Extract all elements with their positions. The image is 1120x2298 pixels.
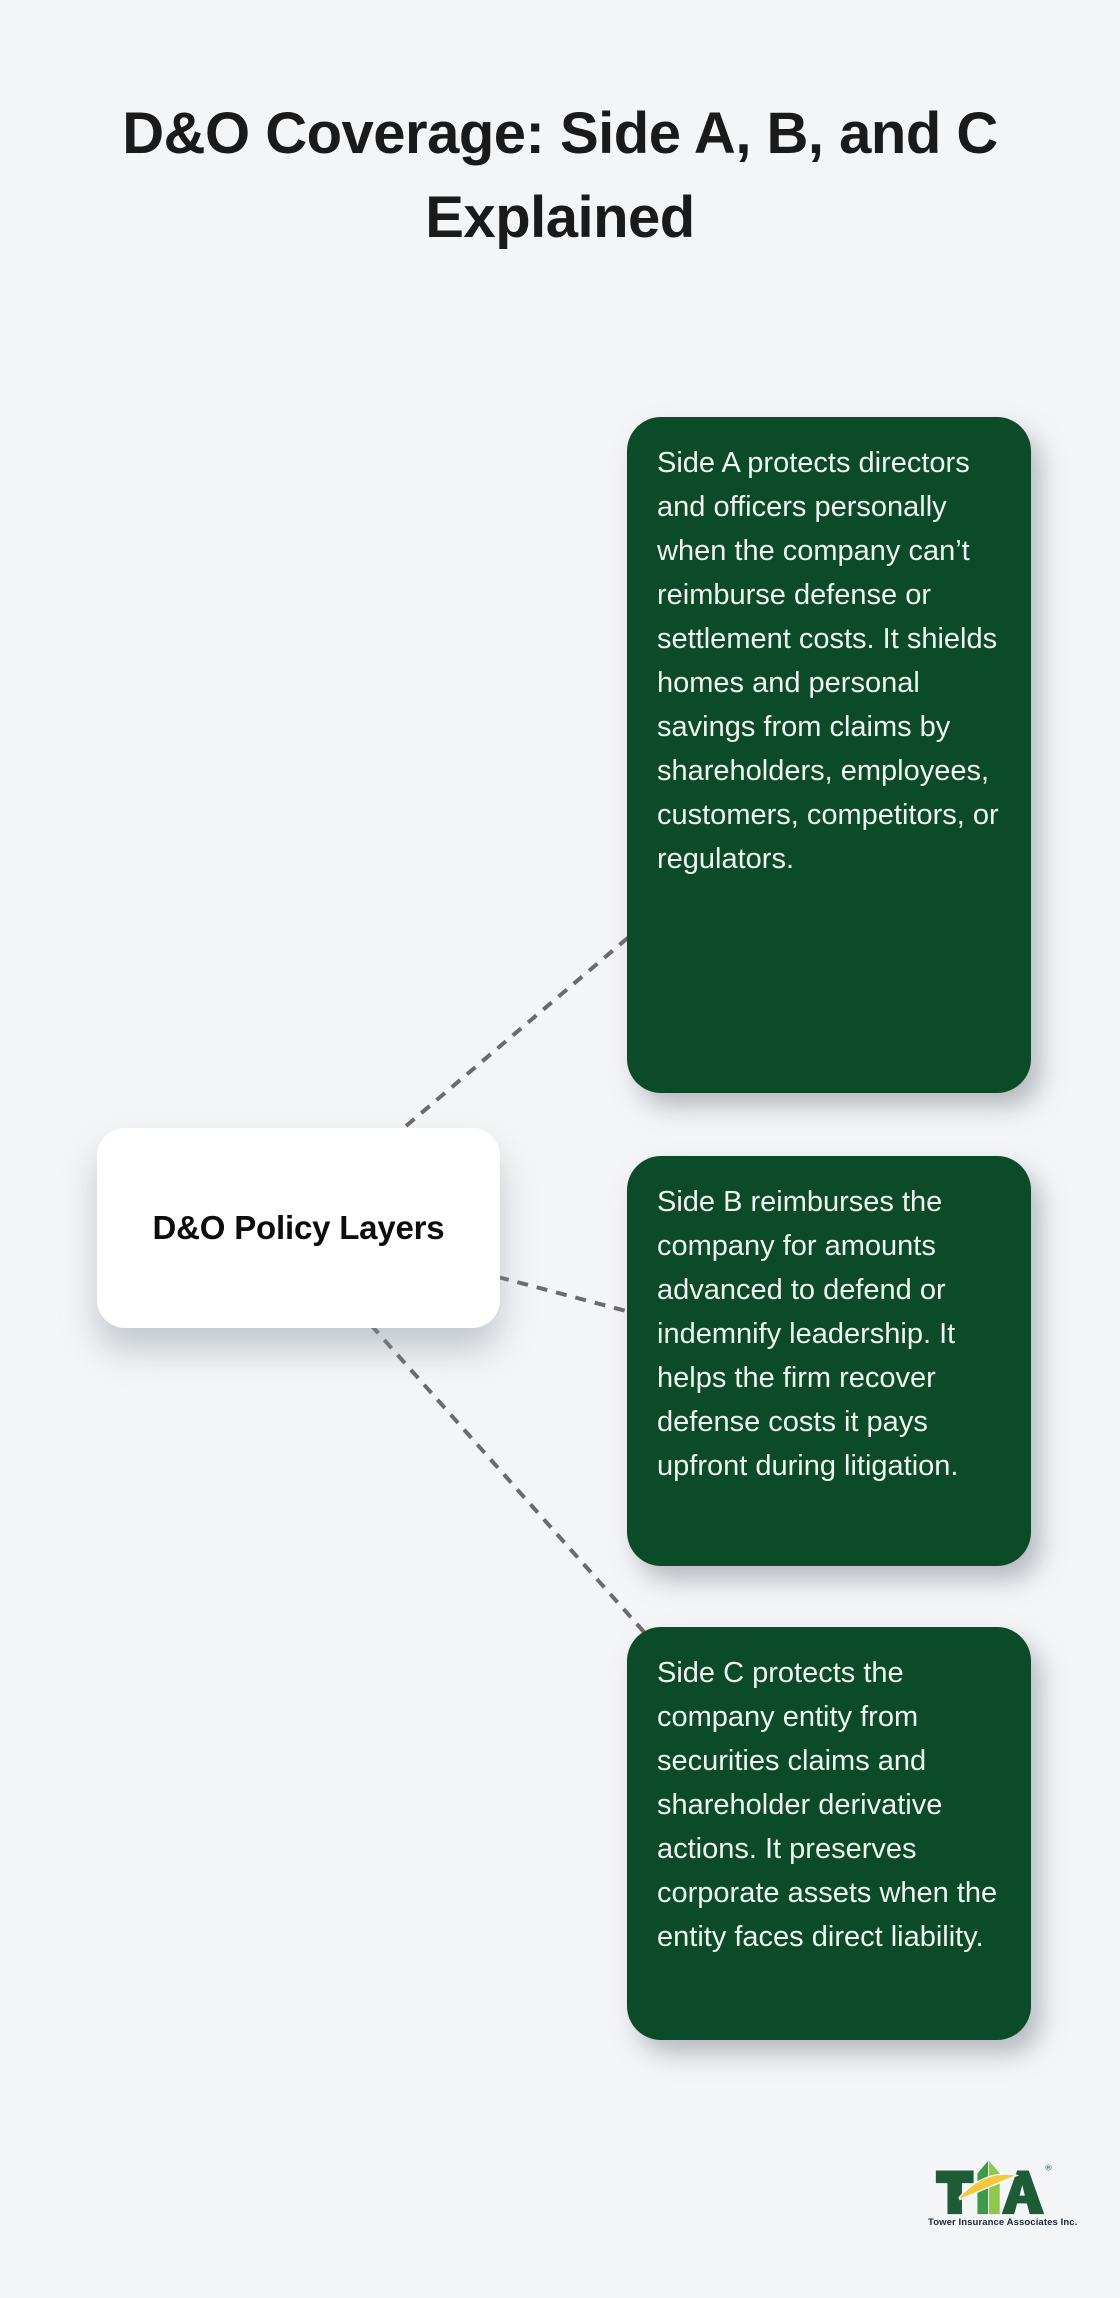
tia-logo-swoosh <box>958 2173 1020 2201</box>
page-title-line-1: D&O Coverage: Side A, B, and C <box>122 101 998 166</box>
node-side-b: Side B reimburses the company for amount… <box>627 1156 1031 1566</box>
side-a-description: Side A protects directors and officers p… <box>657 447 999 875</box>
node-side-a: Side A protects directors and officers p… <box>627 417 1031 1093</box>
connector-root-to-side-b <box>497 1275 631 1314</box>
page-title: D&O Coverage: Side A, B, and C Explained <box>0 92 1120 260</box>
side-b-description: Side B reimburses the company for amount… <box>657 1186 959 1482</box>
root-node-do-policy-layers: D&O Policy Layers <box>97 1128 500 1328</box>
root-node-label: D&O Policy Layers <box>152 1209 445 1246</box>
side-c-description: Side C protects the company entity from … <box>657 1657 998 1953</box>
tia-logo-building-right <box>989 2160 1000 2215</box>
tia-logo-mark: ® <box>935 2160 1052 2215</box>
connector-root-to-side-c <box>369 1323 646 1634</box>
tia-logo-registered-mark: ® <box>1045 2163 1052 2173</box>
connector-root-to-side-a <box>404 934 632 1128</box>
page-title-line-2: Explained <box>425 185 695 250</box>
node-side-c: Side C protects the company entity from … <box>627 1627 1031 2040</box>
tia-logo-tagline: Tower Insurance Associates Inc. <box>928 2217 1078 2228</box>
tia-logo-letter-a-counter <box>1019 2185 1025 2196</box>
tia-logo: ® Tower Insurance Associates Inc. <box>928 2156 1078 2228</box>
tia-logo-letter-t <box>935 2170 974 2215</box>
